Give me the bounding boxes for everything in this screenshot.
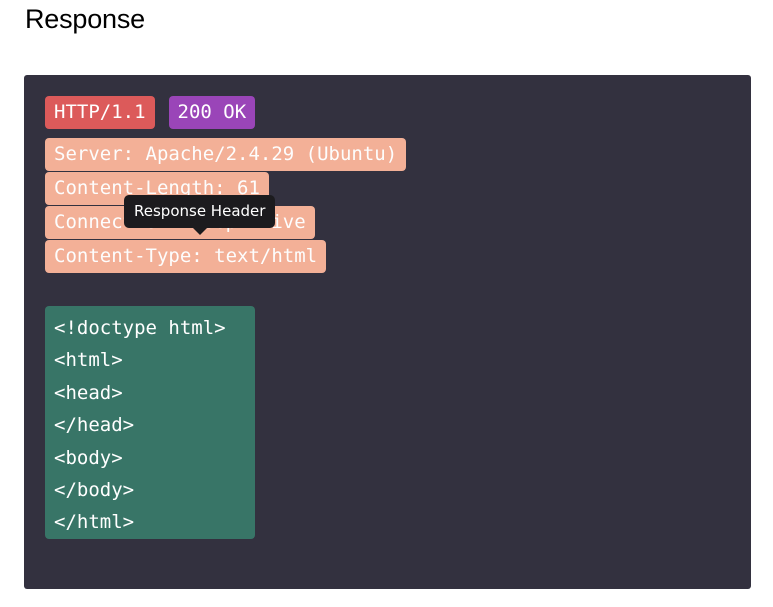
- status-line: HTTP/1.1 200 OK: [45, 96, 256, 129]
- body-line: <!doctype html>: [54, 317, 226, 339]
- response-panel: HTTP/1.1 200 OK Server: Apache/2.4.29 (U…: [24, 75, 751, 589]
- body-line: </head>: [54, 414, 135, 437]
- http-version-chip[interactable]: HTTP/1.1: [45, 96, 155, 129]
- header-line: Content-Type: text/html: [45, 240, 327, 273]
- tooltip-arrow: [193, 228, 207, 235]
- body-line: </html>: [54, 511, 135, 534]
- body-line: <head>: [54, 381, 123, 404]
- status-code-chip[interactable]: 200 OK: [168, 96, 256, 129]
- body-line: <html>: [54, 349, 123, 372]
- response-body-block[interactable]: <!doctype html> <html> <head> </head> <b…: [45, 306, 255, 539]
- header-line: Content-Length: 61: [45, 172, 269, 205]
- header-line: Server: Apache/2.4.29 (Ubuntu): [45, 138, 407, 171]
- tooltip-text: Response Header: [134, 202, 266, 220]
- header-chip-server[interactable]: Server: Apache/2.4.29 (Ubuntu): [45, 138, 407, 171]
- header-chip-content-type[interactable]: Content-Type: text/html: [45, 240, 327, 273]
- page-title: Response: [25, 4, 145, 34]
- body-line: </body>: [54, 478, 135, 501]
- response-header-tooltip: Response Header: [124, 195, 276, 235]
- header-chip-content-length[interactable]: Content-Length: 61: [45, 172, 269, 205]
- body-line: <body>: [54, 446, 123, 469]
